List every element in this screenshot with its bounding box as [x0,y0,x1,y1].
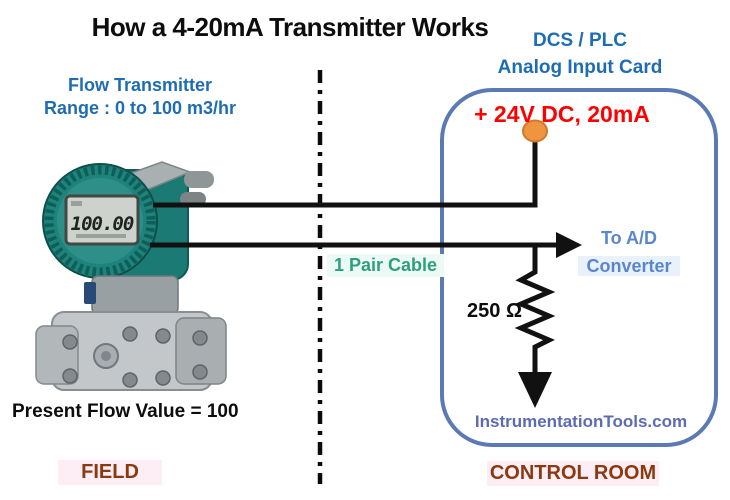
transmitter-neck [91,275,179,315]
flow-transmitter-line1: Flow Transmitter [67,75,213,95]
to-ad-line2-text: Converter [578,256,680,276]
supply-wire [153,141,538,208]
to-ad-converter-label: To A/D Converter [570,224,688,280]
brand-watermark: InstrumentationTools.com [474,412,688,431]
to-ad-arrow [556,232,582,258]
to-ad-line1: To A/D [601,228,657,248]
control-room-zone-label: CONTROL ROOM [487,461,659,486]
neck-tag [84,282,96,304]
supply-terminal-dot [522,119,548,143]
resistor-symbol [514,245,556,374]
transmitter-illustration: 100.00 [35,161,227,391]
dcs-plc-line2: Analog Input Card [497,57,663,78]
pair-cable-label: 1 Pair Cable [327,254,445,277]
lcd-value: 100.00 [71,213,134,235]
lcd-display [64,194,140,246]
flange-right [175,317,227,385]
flange-bolts [62,326,208,388]
lcd-status-segment [71,201,82,206]
lcd-bargraph [76,234,126,238]
to-ad-line2: Converter [570,252,688,280]
dcs-plc-line1: DCS / PLC [533,30,627,51]
supply-label: + 24V DC, 20mA [474,101,650,127]
diagram-title: How a 4-20mA Transmitter Works [91,12,489,42]
conduit-cap-top [184,171,214,188]
flow-transmitter-line2: Range : 0 to 100 m3/hr [43,98,237,118]
return-down-arrow [518,372,552,408]
flow-transmitter-label: Flow Transmitter Range : 0 to 100 m3/hr [15,74,265,120]
resistor-label: 250 Ω [467,300,522,322]
present-flow-label: Present Flow Value = 100 [12,401,239,422]
dcs-plc-header: DCS / PLC Analog Input Card [445,27,715,81]
bezel-knurling [44,165,156,277]
field-zone-label: FIELD [58,460,162,485]
center-hex-plug-core [101,351,111,361]
